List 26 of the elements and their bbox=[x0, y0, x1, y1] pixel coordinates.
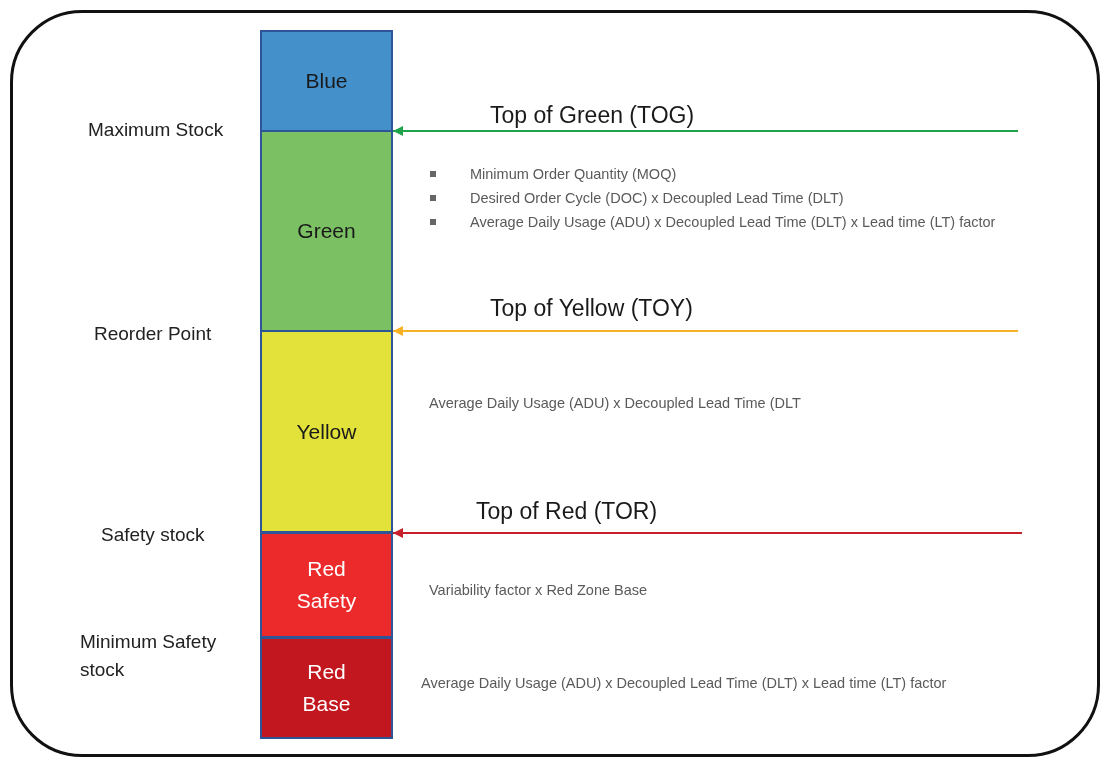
zone-label: Green bbox=[296, 218, 357, 244]
list-item-text: Minimum Order Quantity (MOQ) bbox=[470, 165, 678, 184]
zone-label: Red Safety bbox=[295, 556, 358, 614]
formula-text: Average Daily Usage (ADU) x Decoupled Lead Time (DLT bbox=[429, 394, 802, 413]
level-label: Reorder Point bbox=[94, 322, 212, 346]
zone-band bbox=[260, 330, 393, 533]
level-label: Maximum Stock bbox=[88, 118, 224, 142]
zone-band bbox=[260, 637, 393, 739]
edge-label: Top of Green (TOG) bbox=[490, 102, 695, 129]
arrow bbox=[392, 126, 1019, 136]
level-label: Safety stock bbox=[101, 523, 205, 547]
zone-band bbox=[260, 130, 393, 332]
edge-label: Top of Red (TOR) bbox=[476, 498, 658, 525]
list-item-text: Desired Order Cycle (DOC) x Decoupled Lead Time (DLT) bbox=[470, 189, 845, 208]
level-label: Minimum Safety stock bbox=[80, 630, 218, 682]
formula-text: Average Daily Usage (ADU) x Decoupled Lead Time (DLT) x Lead time (LT) factor bbox=[421, 674, 948, 693]
zone-band bbox=[260, 532, 393, 638]
zone-band bbox=[260, 30, 393, 132]
zone-label: Red Base bbox=[301, 659, 352, 717]
formula-text: Variability factor x Red Zone Base bbox=[429, 581, 649, 600]
arrow bbox=[392, 326, 1019, 336]
list-item-text: Average Daily Usage (ADU) x Decoupled Lead Time (DLT) x Lead time (LT) factor bbox=[470, 213, 997, 232]
edge-label: Top of Yellow (TOY) bbox=[490, 295, 693, 322]
arrow bbox=[392, 528, 1023, 538]
zone-label: Blue bbox=[304, 68, 349, 94]
zone-label: Yellow bbox=[295, 418, 358, 445]
